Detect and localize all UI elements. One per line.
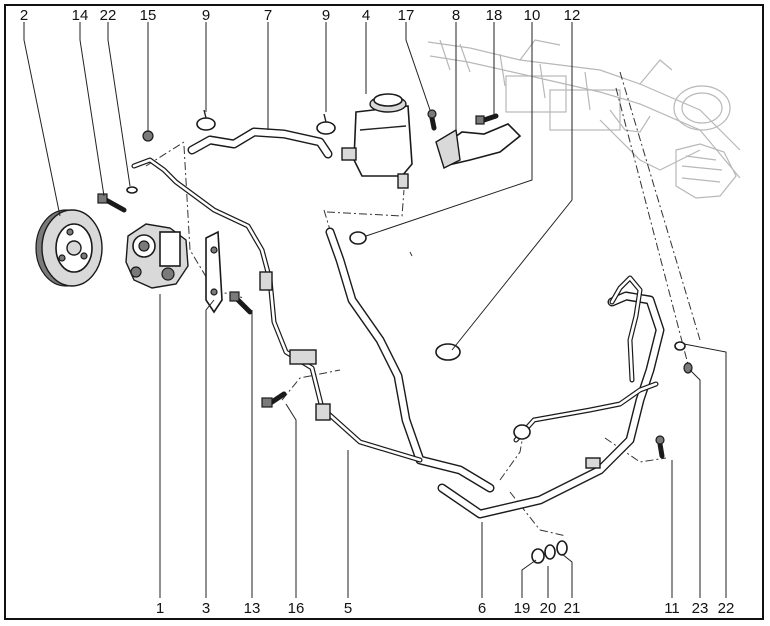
callout-1: 1 (156, 600, 164, 617)
diagram-frame: 2 14 22 15 9 7 9 4 17 8 18 10 12 1 3 13 … (4, 4, 764, 620)
seal-ring-icon (126, 186, 693, 564)
callout-4: 4 (362, 7, 370, 24)
callout-17: 17 (398, 7, 415, 24)
callout-3: 3 (202, 600, 210, 617)
callout-14: 14 (72, 7, 89, 24)
callout-9-right: 9 (322, 7, 330, 24)
pulley-icon (35, 209, 103, 287)
mounting-bracket-icon (205, 230, 223, 314)
bolt-icon (97, 109, 665, 459)
hydraulic-hose-icon (131, 127, 665, 519)
power-steering-pump-icon (125, 223, 189, 289)
callout-22-top: 22 (100, 7, 117, 24)
exploded-parts-diagram: 2 14 22 15 9 7 9 4 17 8 18 10 12 1 3 13 … (4, 4, 764, 620)
callout-12: 12 (564, 7, 581, 24)
callout-16: 16 (288, 600, 305, 617)
callout-5: 5 (344, 600, 352, 617)
callout-9-left: 9 (202, 7, 210, 24)
hose-clamp-icon (196, 109, 531, 440)
callout-20: 20 (540, 600, 557, 617)
callout-22-bottom: 22 (718, 600, 735, 617)
reservoir-strap-icon (435, 123, 522, 169)
callout-13: 13 (244, 600, 261, 617)
steering-rack-icon (427, 39, 741, 199)
callout-2: 2 (20, 7, 28, 24)
callout-8: 8 (452, 7, 460, 24)
callout-18: 18 (486, 7, 503, 24)
callout-15: 15 (140, 7, 157, 24)
fluid-reservoir-icon (341, 93, 413, 189)
callout-23: 23 (692, 600, 709, 617)
callout-21: 21 (564, 600, 581, 617)
callout-19: 19 (514, 600, 531, 617)
callout-11: 11 (664, 600, 680, 617)
callout-7: 7 (264, 7, 272, 24)
callout-6: 6 (478, 600, 486, 617)
callout-10: 10 (524, 7, 541, 24)
